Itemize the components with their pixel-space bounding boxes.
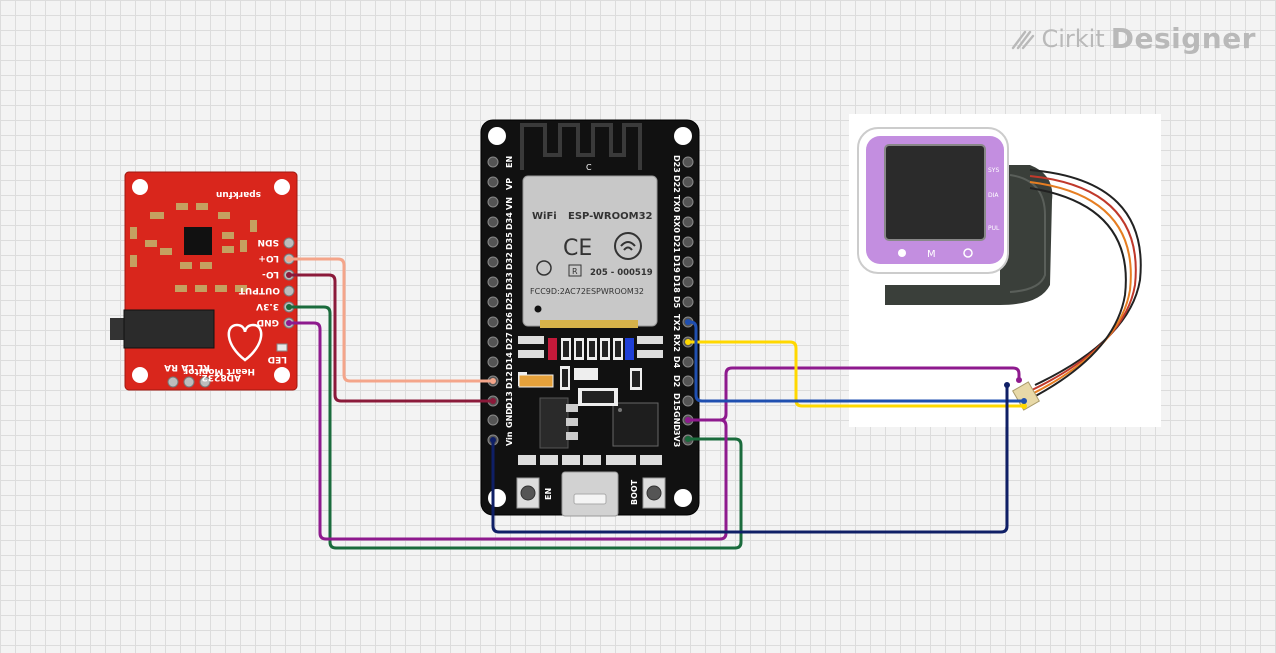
wire-endpoints: [286, 256, 1027, 443]
cirkit-logo-icon: [1012, 30, 1035, 49]
voltage-regulator: [539, 397, 578, 449]
bp-m-button[interactable]: M: [927, 249, 936, 260]
bp-monitor[interactable]: SYS DIA PUL M: [849, 114, 1161, 427]
wires[interactable]: [289, 257, 1024, 550]
pin-d18: D18: [672, 275, 681, 293]
esp32-smd-row: [518, 336, 663, 390]
logo-text-cirkit: Cirkit: [1041, 24, 1105, 53]
wireless-icon: [614, 232, 642, 260]
pin-vin: Vin: [505, 431, 514, 446]
ecg-board[interactable]: sparkfun SDN LO+ LO- OUTPUT 3.3V GND: [110, 171, 298, 391]
ecg-chip: [184, 227, 212, 255]
bp-cuff: [885, 165, 1053, 305]
heart-icon: [227, 323, 263, 362]
ecg-audio-jack: [110, 309, 215, 349]
ecg-pin-labels: SDN LO+ LO- OUTPUT 3.3V GND: [238, 237, 280, 327]
bp-label-dia: DIA: [988, 192, 999, 199]
pin-d26: D26: [505, 312, 514, 330]
pin-d33: D33: [505, 272, 514, 290]
esp32-right-header[interactable]: [682, 156, 694, 446]
bp-label-pul: PUL: [988, 225, 1000, 232]
wifi-logo: WiFi: [532, 211, 557, 222]
en-button-label: EN: [544, 488, 553, 500]
ce-mark: CE: [563, 236, 592, 261]
pin-d2: D2: [672, 375, 681, 387]
pin-d27: D27: [505, 332, 514, 350]
wire-lo-plus: [289, 257, 493, 383]
ecg-brand: sparkfun: [216, 189, 261, 199]
boot-button-label: BOOT: [630, 479, 639, 505]
pin-3v3: 3V3: [672, 430, 681, 447]
bp-left-button[interactable]: [898, 249, 906, 257]
pin-d32: D32: [505, 252, 514, 270]
ecg-pin-gnd: GND: [257, 317, 279, 327]
pin-d13: D13: [505, 391, 514, 409]
pin-d22: D22: [672, 175, 681, 193]
usb-connector[interactable]: [561, 471, 619, 517]
pin-rx2: RX2: [672, 334, 681, 352]
pin-d23: D23: [672, 155, 681, 173]
pin-d4: D4: [672, 356, 681, 369]
power-icon[interactable]: [963, 248, 973, 258]
bp-label-sys: SYS: [988, 167, 999, 174]
pin-d25: D25: [505, 292, 514, 310]
wire-gnd: [289, 321, 728, 541]
pin-en: EN: [505, 156, 514, 168]
ecg-model: AD8232: [202, 372, 242, 382]
module-name: ESP-WROOM32: [568, 211, 653, 222]
ecg-subtitle: Heart Monitor: [183, 366, 255, 376]
ecg-pin-sdn: SDN: [258, 237, 280, 247]
wire-yellow: [688, 340, 1024, 408]
cert-code: 205 - 000519: [590, 268, 653, 278]
pin-vn: VN: [505, 197, 514, 210]
ecg-pin-lo-plus: LO+: [258, 253, 279, 263]
pin-rx0: RX0: [672, 215, 681, 233]
ecg-electrode-rl: RL: [197, 362, 210, 372]
antenna-trace: [520, 123, 642, 170]
wire-3v3: [289, 305, 743, 550]
pin-vp: VP: [505, 178, 514, 190]
pin-d35: D35: [505, 232, 514, 250]
pin-d5: D5: [672, 296, 681, 309]
pin-d14: D14: [505, 352, 514, 370]
pin-d34: D34: [505, 212, 514, 230]
ecg-electrode-la: LA: [181, 362, 194, 372]
fcc-id: FCC9D:2AC72ESPWROOM32: [530, 287, 644, 296]
pin-d12: D12: [505, 371, 514, 389]
pin-d19: D19: [672, 255, 681, 273]
esp32-bottom-row: [518, 455, 662, 465]
bp-screen: [884, 144, 986, 241]
antenna-mark: C: [586, 163, 592, 172]
pin-d21: D21: [672, 235, 681, 253]
usb-uart-chip: [612, 402, 659, 447]
esp32-right-labels: D23 D22 TX0 RX0 D21 D19 D18 D5 TX2 RX2 D…: [672, 155, 681, 447]
cirkit-logo: Cirkit Designer: [1011, 22, 1256, 55]
pin-tx2: TX2: [672, 314, 681, 331]
en-button[interactable]: [516, 477, 540, 509]
wire-lo-minus: [289, 273, 493, 403]
ecg-pin-lo-minus: LO-: [262, 269, 279, 279]
pin-d15: D15: [672, 393, 681, 411]
ecg-led-label: LED: [268, 354, 287, 364]
ecg-electrode-pads[interactable]: [167, 376, 211, 388]
wire-blue: [688, 320, 1024, 403]
ecg-pin-output: OUTPUT: [238, 285, 280, 295]
boot-button[interactable]: [642, 477, 666, 509]
cert-icon: [536, 260, 552, 276]
pin-tx0: TX0: [672, 195, 681, 213]
ecg-electrode-ra: RA: [164, 362, 178, 372]
pin-gnd-left: GND: [505, 408, 514, 428]
esp32-board[interactable]: C WiFi ESP-WROOM32 CE R 205 - 000519 FCC…: [480, 119, 700, 517]
pin-gnd-right: GND: [672, 411, 681, 431]
wire-navy: [491, 385, 1009, 534]
ecg-header-pins[interactable]: [283, 237, 295, 329]
bp-cable-bundle: [1027, 169, 1142, 401]
cert-r: R: [572, 267, 578, 276]
ecg-pin-3v3: 3.3V: [256, 301, 279, 311]
logo-text-designer: Designer: [1110, 22, 1256, 55]
esp32-left-labels: EN VP VN D34 D35 D32 D33 D25 D26 D27 D14…: [505, 156, 514, 446]
wire-gnd-bp: [700, 366, 1021, 422]
